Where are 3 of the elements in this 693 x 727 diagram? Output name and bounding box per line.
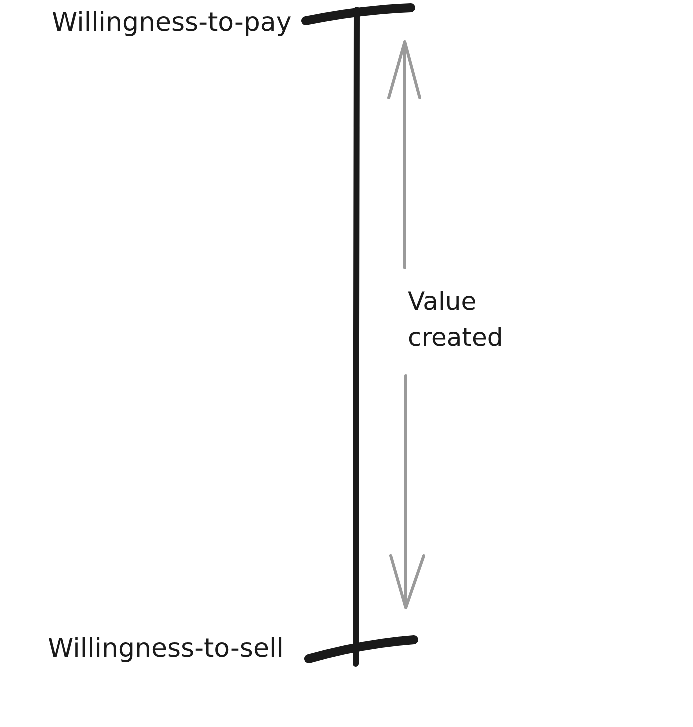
measure-label: Value created [408, 286, 504, 354]
axis-label: Willingness-to-pay [52, 7, 292, 40]
axis-label: Willingness-to-sell [48, 633, 284, 666]
